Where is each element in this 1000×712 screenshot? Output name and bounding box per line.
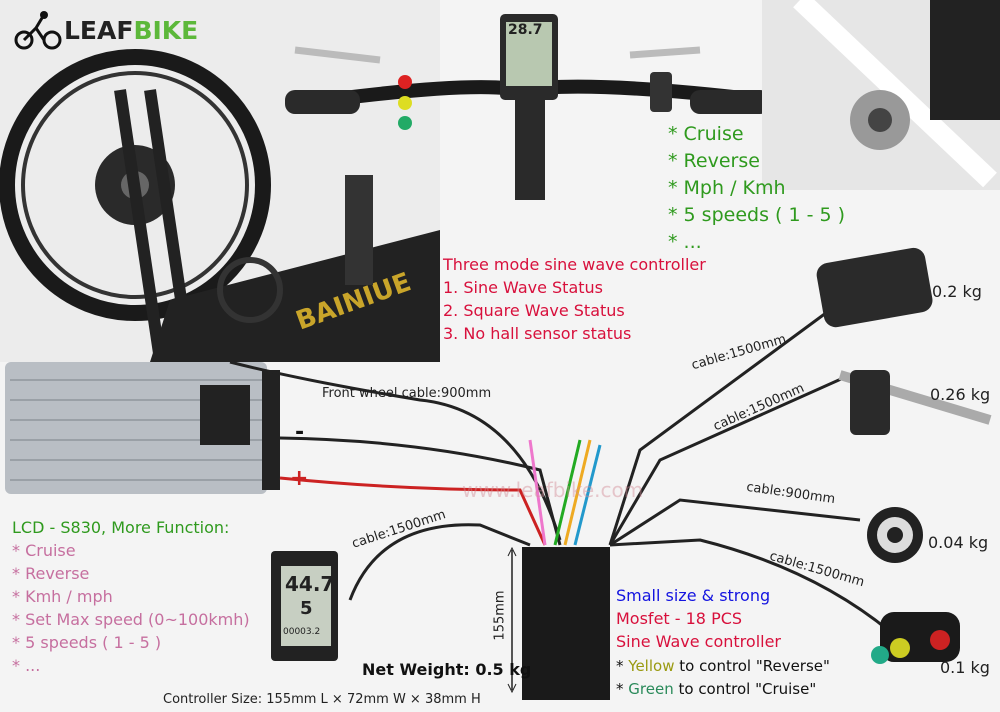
lcd-item: * Set Max speed (0~100kmh) (12, 610, 250, 629)
lcd-item: * Kmh / mph (12, 587, 113, 606)
lcd-photo (271, 551, 338, 661)
wiring (229, 308, 901, 642)
bullet: * (616, 657, 629, 675)
cyclist-icon (14, 11, 62, 50)
controller-photo (507, 546, 610, 700)
brake-weight: 0.26 kg (930, 385, 991, 404)
note-text: to control "Reverse" (674, 657, 830, 675)
feature-item: * 5 speeds ( 1 - 5 ) (668, 204, 846, 226)
handlebar-lcd-speed: 28.7 (508, 22, 543, 38)
bullet: * (616, 680, 629, 698)
pas-sensor-photo (867, 507, 923, 563)
lcd-title: LCD - S830, More Function: (12, 518, 230, 537)
controller-specs: Small size & strong Mosfet - 18 PCS Sine… (616, 584, 830, 701)
throttle-photo (816, 247, 933, 328)
battery-minus: - (295, 420, 305, 445)
top-feature-list: * Cruise * Reverse * Mph / Kmh * 5 speed… (668, 121, 845, 256)
lcd-feature-list: LCD - S830, More Function: * Cruise * Re… (12, 516, 250, 677)
battery-photo (5, 362, 280, 494)
modes-title: Three mode sine wave controller (443, 255, 706, 274)
mode-item: 2. Square Wave Status (443, 301, 625, 320)
green-button-note: * Green to control "Cruise" (616, 678, 830, 701)
spec-line: Sine Wave controller (616, 632, 781, 651)
mode-item: 1. Sine Wave Status (443, 278, 604, 297)
feature-item: * Cruise (668, 123, 744, 145)
lcd-item: * 5 speeds ( 1 - 5 ) (12, 633, 162, 652)
pas-weight: 0.04 kg (928, 533, 989, 552)
lcd-item: * Reverse (12, 564, 90, 583)
lcd-screen-speed: 44.7 (285, 572, 335, 596)
watermark: www.leafbike.com (462, 478, 644, 502)
controller-modes: Three mode sine wave controller 1. Sine … (443, 253, 706, 345)
feature-item: * ... (668, 231, 702, 253)
controller-size: Controller Size: 155mm L × 72mm W × 38mm… (163, 692, 481, 707)
note-text: to control "Cruise" (673, 680, 817, 698)
wheel-photo: BAINIUE (0, 0, 440, 362)
mode-item: 3. No hall sensor status (443, 324, 632, 343)
switch-weight: 0.1 kg (940, 658, 990, 677)
fork-photo (762, 0, 1000, 190)
yellow-button-note: * Yellow to control "Reverse" (616, 655, 830, 678)
logo-text-bike: BIKE (133, 15, 199, 45)
controller-height-label: 155mm (492, 590, 508, 641)
throttle-weight: 0.2 kg (932, 282, 982, 301)
battery-plus: + (290, 466, 309, 491)
net-weight: Net Weight: 0.5 kg (362, 660, 532, 679)
spec-line: Small size & strong (616, 586, 771, 605)
lcd-screen-odo: 00003.2 (283, 627, 321, 637)
feature-item: * Mph / Kmh (668, 177, 786, 199)
front-wheel-cable-label: Front wheel cable:900mm (322, 386, 492, 401)
logo-text-leaf: LEAF (64, 15, 134, 45)
lcd-screen-level: 5 (300, 598, 313, 619)
feature-item: * Reverse (668, 150, 760, 172)
brake-lever-photo (838, 370, 992, 435)
handlebar-photo (285, 14, 770, 200)
lcd-item: * Cruise (12, 541, 76, 560)
green-word: Green (628, 680, 674, 698)
switch-photo (871, 612, 960, 664)
yellow-word: Yellow (628, 657, 675, 675)
spec-line: Mosfet - 18 PCS (616, 609, 743, 628)
lcd-item: * ... (12, 656, 41, 675)
